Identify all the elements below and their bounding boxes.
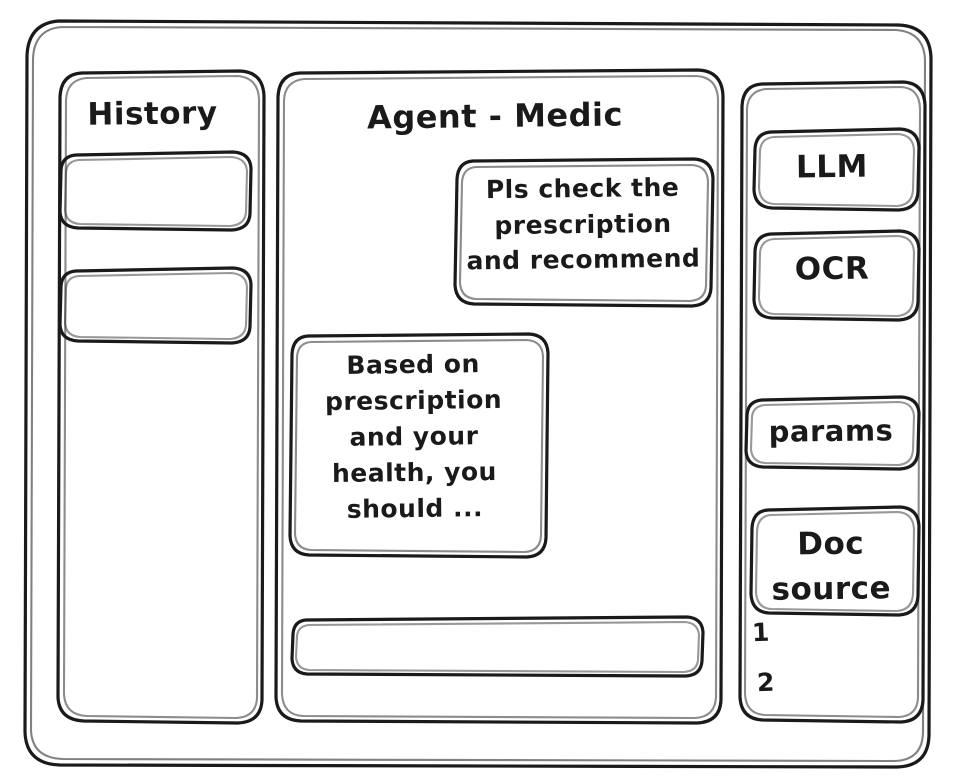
main-panel-outline xyxy=(274,68,725,725)
tool-card-ocr-outline xyxy=(752,229,921,322)
doc-source-item-1[interactable]: 1 xyxy=(751,617,770,648)
tool-card-ocr[interactable] xyxy=(754,231,919,320)
agent-message-bubble-outline xyxy=(288,332,550,559)
tools-panel-outline xyxy=(738,80,927,724)
tool-card-llm[interactable] xyxy=(754,129,919,210)
history-panel-outline xyxy=(56,69,266,725)
user-message-text: Pls check the prescription and recommend xyxy=(466,172,701,276)
tool-card-llm-outline xyxy=(752,127,921,212)
sidebar-item-history-1[interactable] xyxy=(60,152,251,230)
tool-card-doc-source[interactable] xyxy=(751,507,919,615)
composer-input[interactable] xyxy=(292,617,703,676)
history-item-1-outline xyxy=(58,150,253,232)
history-panel-title: History xyxy=(87,95,218,133)
user-message-bubble-outline xyxy=(453,157,715,308)
tool-card-params[interactable] xyxy=(746,397,919,469)
composer-input-outline xyxy=(290,615,705,678)
tool-card-params-outline xyxy=(744,395,921,471)
tool-card-doc-source-outline xyxy=(749,505,921,617)
window-frame-outline xyxy=(23,19,933,769)
doc-source-item-2[interactable]: 2 xyxy=(756,667,775,698)
agent-message-text: Based on prescription and your health, y… xyxy=(324,349,503,524)
page-title: Agent - Medic xyxy=(366,95,624,137)
sidebar-item-history-2[interactable] xyxy=(60,268,251,343)
history-item-2-outline xyxy=(58,266,253,345)
